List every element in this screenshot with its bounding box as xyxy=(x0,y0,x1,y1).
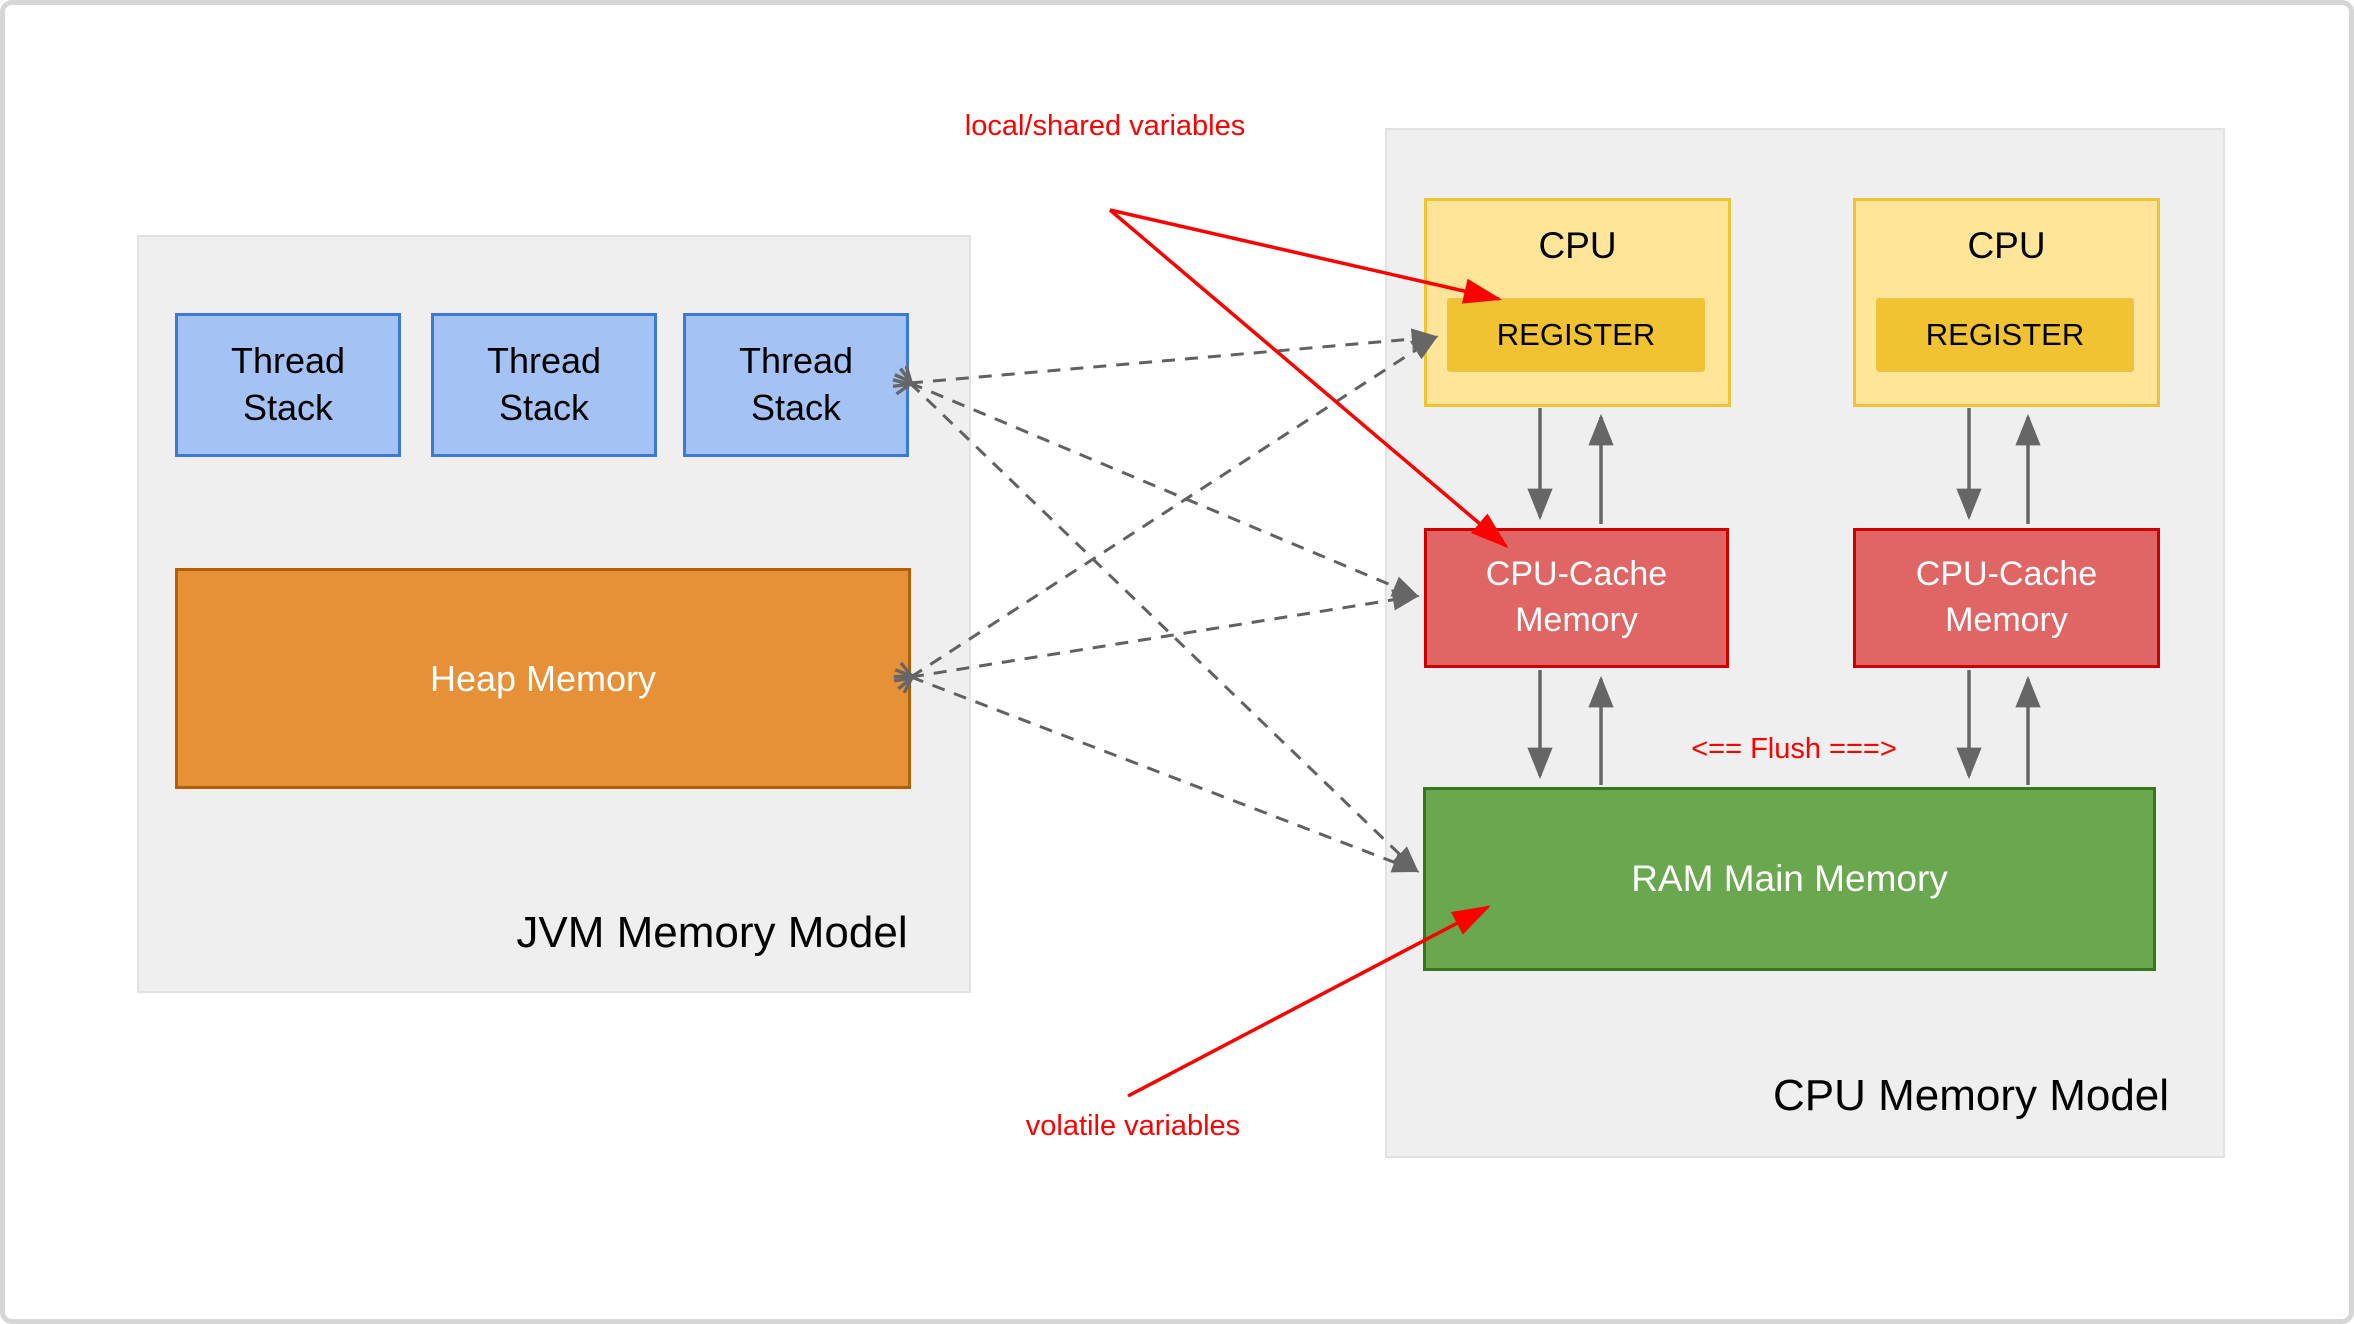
register-box-1: REGISTER xyxy=(1447,298,1705,372)
cpu-cache-box-2: CPU-Cache Memory xyxy=(1853,528,2160,668)
thread-stack-label: Thread Stack xyxy=(230,340,346,428)
arrow-threadstack-to-ram xyxy=(910,383,1417,871)
register-box-2: REGISTER xyxy=(1876,298,2134,372)
thread-stack-box-2: Thread Stack xyxy=(431,313,657,457)
cpu-cache-label: CPU-Cache Memory xyxy=(1915,555,2098,639)
cpu-label: CPU xyxy=(1967,225,2046,266)
heap-memory-box: Heap Memory xyxy=(175,568,911,789)
cpu-model-title: CPU Memory Model xyxy=(1772,1071,2170,1120)
thread-stack-box-1: Thread Stack xyxy=(175,313,401,457)
arrow-heap-to-ram xyxy=(911,677,1417,873)
arrow-heap-to-cache xyxy=(911,596,1417,677)
thread-stack-box-3: Thread Stack xyxy=(683,313,909,457)
flush-annotation-label: <== Flush ===> xyxy=(1691,733,1897,765)
cpu-box-2: CPU REGISTER xyxy=(1853,198,2160,407)
register-label: REGISTER xyxy=(1925,317,2085,352)
thread-stack-label: Thread Stack xyxy=(486,340,602,428)
arrow-heap-to-register xyxy=(911,337,1436,677)
local-shared-variables-label: local/shared variables xyxy=(964,110,1246,142)
jvm-model-title: JVM Memory Model xyxy=(516,908,908,957)
cpu-cache-box-1: CPU-Cache Memory xyxy=(1424,528,1729,668)
ram-main-memory-label: RAM Main Memory xyxy=(1631,858,1948,899)
cpu-cache-label: CPU-Cache Memory xyxy=(1485,555,1668,639)
thread-stack-label: Thread Stack xyxy=(738,340,854,428)
arrow-threadstack-to-register xyxy=(910,337,1436,383)
arrow-threadstack-to-cache xyxy=(910,383,1417,598)
heap-memory-label: Heap Memory xyxy=(429,657,657,699)
register-label: REGISTER xyxy=(1496,317,1656,352)
ram-main-memory-box: RAM Main Memory xyxy=(1423,787,2156,971)
cpu-box-1: CPU REGISTER xyxy=(1424,198,1731,407)
cpu-label: CPU xyxy=(1538,225,1617,266)
volatile-variables-label: volatile variables xyxy=(1025,1110,1241,1142)
